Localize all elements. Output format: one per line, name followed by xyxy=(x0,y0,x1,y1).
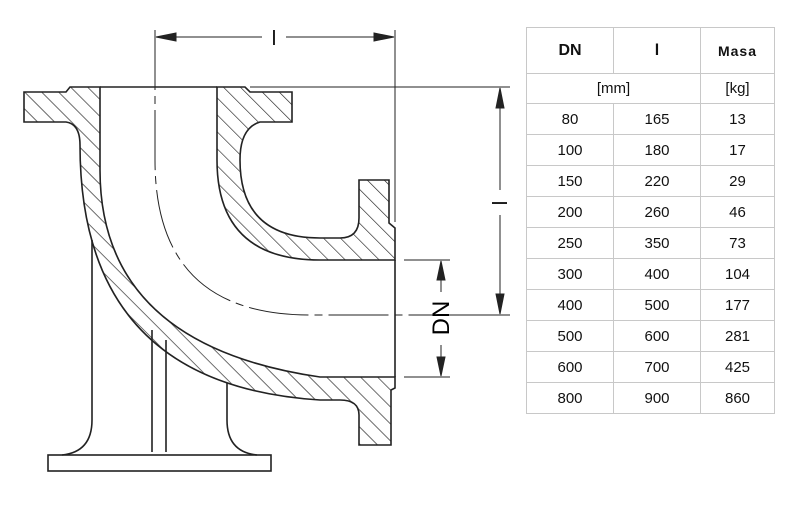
table-units-row: [mm] [kg] xyxy=(526,73,775,104)
cell-masa: 281 xyxy=(700,320,775,352)
cell-dn: 250 xyxy=(526,227,614,259)
cell-dn: 200 xyxy=(526,196,614,228)
cell-masa: 17 xyxy=(700,134,775,166)
foot-leg-right xyxy=(226,383,258,456)
cell-dn: 600 xyxy=(526,351,614,383)
cell-dn: 300 xyxy=(526,258,614,290)
header-l: l xyxy=(613,27,701,74)
cell-l: 165 xyxy=(613,103,701,135)
dim-dn-label: DN xyxy=(428,301,455,336)
cell-l: 900 xyxy=(613,382,701,414)
cell-masa: 860 xyxy=(700,382,775,414)
cell-masa: 177 xyxy=(700,289,775,321)
header-masa: Masa xyxy=(700,27,775,74)
cell-masa: 73 xyxy=(700,227,775,259)
inner-elbow-section xyxy=(216,86,396,261)
base-plate xyxy=(47,454,272,472)
cell-masa: 13 xyxy=(700,103,775,135)
dim-horizontal-label: l xyxy=(272,28,276,50)
header-dn: DN xyxy=(526,27,614,74)
cell-l: 500 xyxy=(613,289,701,321)
foot-leg-left xyxy=(61,240,93,456)
cell-dn: 800 xyxy=(526,382,614,414)
cell-masa: 46 xyxy=(700,196,775,228)
centerline xyxy=(154,30,420,316)
cell-dn: 100 xyxy=(526,134,614,166)
cell-masa: 104 xyxy=(700,258,775,290)
cell-l: 400 xyxy=(613,258,701,290)
table-header-row: DN l Masa xyxy=(526,27,775,74)
cell-l: 350 xyxy=(613,227,701,259)
cell-dn: 150 xyxy=(526,165,614,197)
cell-dn: 80 xyxy=(526,103,614,135)
cell-l: 180 xyxy=(613,134,701,166)
cell-masa: 425 xyxy=(700,351,775,383)
unit-kg: [kg] xyxy=(700,73,775,104)
cell-l: 220 xyxy=(613,165,701,197)
elbow-duckfoot-drawing: l l DN xyxy=(23,28,512,472)
cell-l: 600 xyxy=(613,320,701,352)
unit-mm: [mm] xyxy=(526,73,701,104)
dim-vertical-label: l xyxy=(490,201,512,205)
cell-l: 260 xyxy=(613,196,701,228)
cell-l: 700 xyxy=(613,351,701,383)
cell-dn: 400 xyxy=(526,289,614,321)
cell-dn: 500 xyxy=(526,320,614,352)
cell-masa: 29 xyxy=(700,165,775,197)
top-flange-left-section xyxy=(23,86,396,446)
